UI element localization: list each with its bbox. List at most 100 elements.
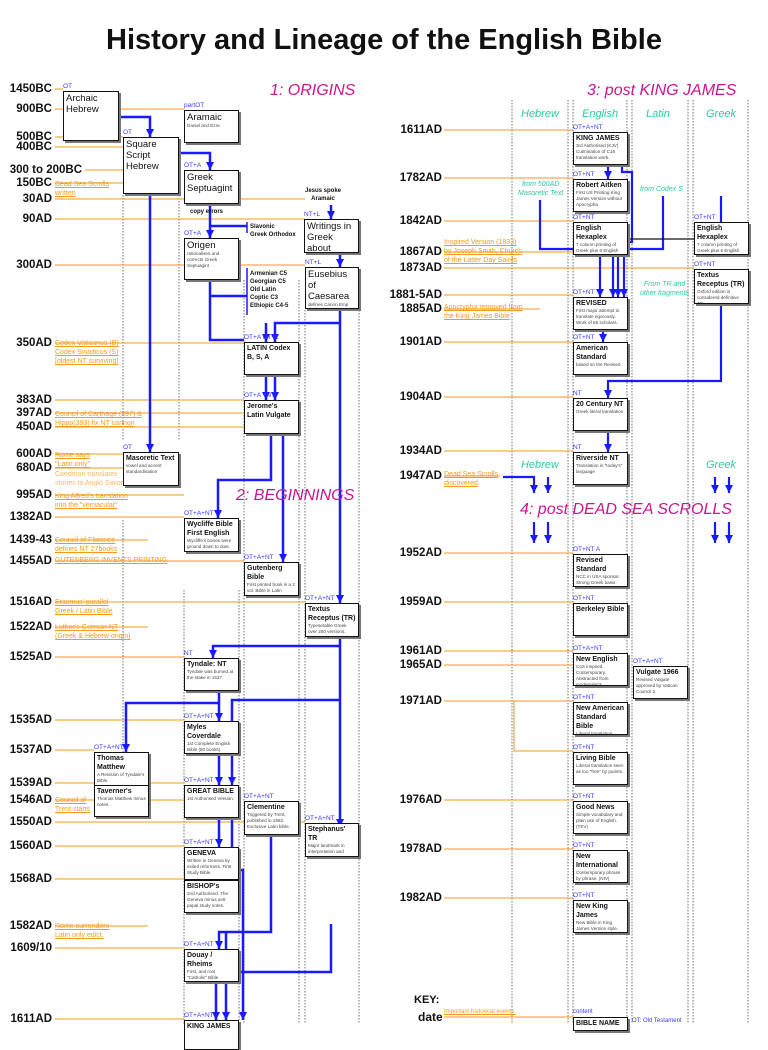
- box-title: Vulgate 1966: [636, 669, 679, 676]
- arrow-head-icon: [209, 650, 217, 658]
- box-title: Thomas Matthew: [97, 755, 125, 771]
- arrow-head-icon: [122, 744, 130, 752]
- event-line: GUTENBERG INVENTS PRINTING: [55, 557, 168, 564]
- arrow-head-icon: [604, 390, 612, 398]
- arrow-head-icon: [279, 554, 287, 562]
- bible-box: KING JAMES: [184, 1020, 239, 1050]
- date-label: 600AD: [16, 448, 52, 460]
- box-description: A Revision of Tyndale's Bible.: [97, 772, 145, 783]
- note-line: Masoretic Text: [518, 190, 564, 197]
- historical-event: GUTENBERG INVENTS PRINTING: [55, 556, 167, 565]
- section-heading: 4: post DEAD SEA SCROLLS: [520, 501, 732, 518]
- event-line: Council of Carthage (397) &: [55, 411, 142, 418]
- annotation-line: Georgian C5: [250, 279, 286, 285]
- note-line: other fragments: [640, 290, 690, 297]
- content-tag: OT+A+NT: [184, 839, 214, 846]
- box-description: Daniel and Ezra: [187, 123, 220, 128]
- date-label: 1439-43: [9, 534, 52, 546]
- date-label: 1382AD: [9, 511, 52, 523]
- content-tag: OT+A+NT: [184, 1012, 214, 1019]
- box-description: 7 column printing of Greek plus 6 Englis…: [576, 242, 619, 253]
- box-description: 3rd Authorised (KJV) Culmination of C16 …: [576, 143, 619, 160]
- box-title: Douay / Rheims: [187, 952, 213, 968]
- date-label: 1455AD: [9, 555, 52, 567]
- box-description: based on the Revised: [576, 362, 621, 367]
- event-line: written: [55, 190, 76, 197]
- lineage-arrow: [211, 644, 340, 658]
- arrow-head-icon: [215, 713, 223, 721]
- box-description: First, and root "Catholic" Bible: [187, 969, 219, 980]
- arrow-head-icon: [271, 334, 279, 342]
- content-tag: OT+A+NT: [633, 658, 663, 665]
- historical-event: Council of Carthage (397) & Hippo(393) fi…: [55, 410, 142, 428]
- box-title: Berkeley Bible: [576, 606, 625, 613]
- bible-box: Greek Septuagint: [184, 170, 239, 204]
- date-label: 1539AD: [9, 777, 52, 789]
- date-label: 1568AD: [9, 873, 52, 885]
- date-label: 350AD: [16, 337, 52, 349]
- event-line: discovered: [444, 480, 478, 487]
- event-line: Caedmon translates: [55, 471, 118, 478]
- bible-box: Jerome's Latin Vulgate: [244, 400, 299, 434]
- date-label: 1535AD: [9, 714, 52, 726]
- date-label: 300AD: [16, 259, 52, 271]
- event-line: Council of: [55, 797, 87, 804]
- box-title: Jerome's Latin Vulgate: [247, 403, 291, 419]
- content-tag: OT+NT: [573, 171, 595, 178]
- box-title: Stephanus' TR: [308, 826, 346, 842]
- arrow-head-icon: [222, 1012, 230, 1020]
- event-line: Hippo(393) fix NT cannon: [55, 420, 135, 427]
- box-title: Myles Coverdale: [187, 724, 221, 740]
- box-title: Greek Septuagint: [187, 172, 233, 194]
- annotation-line: Slavonic: [250, 224, 275, 230]
- box-title: KING JAMES: [187, 1023, 231, 1030]
- bible-box: Writings in Greek about Jesus: [304, 219, 359, 253]
- bible-box: Textus Receptus (TR)Oxford edition is co…: [694, 269, 749, 304]
- content-tag: OT+A+NT: [244, 793, 274, 800]
- lineage-arrow: [217, 835, 273, 949]
- date-label: 1782AD: [399, 172, 442, 184]
- content-tag: NT: [573, 390, 582, 397]
- date-label: 1560AD: [9, 840, 52, 852]
- timeline-line: [513, 701, 573, 752]
- box-description: Written in Geneva by exiled reformers. F…: [187, 858, 232, 875]
- key-event: Important historical events.: [444, 1009, 516, 1015]
- event-line: Dead Sea Scrolls: [55, 181, 110, 188]
- bible-box: LATIN Codex B, S, A: [244, 342, 299, 375]
- box-title: Masoretic Text: [126, 455, 175, 462]
- date-label: 1976AD: [399, 794, 442, 806]
- date-label: 1904AD: [399, 391, 442, 403]
- date-label: 1959AD: [399, 596, 442, 608]
- box-description: Oxford edition is considered definitive …: [697, 289, 739, 304]
- box-description: 7 column printing of Greek plus 6 Englis…: [697, 242, 740, 253]
- box-description: Contemporary phrase by phrase. (NIV): [576, 870, 621, 881]
- box-description: rationalises and corrects Greek Septuagi…: [187, 251, 220, 268]
- box-title: GENEVA: [187, 850, 217, 857]
- event-line: Rome says: [55, 452, 91, 459]
- arrow-head-icon: [614, 289, 622, 297]
- content-tag: NT+L: [304, 211, 321, 218]
- lineage-arrow: [230, 698, 340, 785]
- box-description: 2nd Authorised. The Geneva minus anti-pa…: [187, 891, 229, 908]
- event-line: [oldest NT surviving]: [55, 358, 119, 365]
- box-title: GREAT BIBLE: [187, 788, 234, 795]
- box-title: 20 Century NT: [576, 401, 624, 408]
- arrow-head-icon: [544, 485, 552, 493]
- content-tag: OT+NT: [573, 793, 595, 800]
- arrow-head-icon: [711, 485, 719, 493]
- note-line: from Codex S: [640, 186, 683, 193]
- lineage-arrow: [208, 280, 244, 342]
- event-line: (Greek & Hebrew origin): [55, 633, 131, 640]
